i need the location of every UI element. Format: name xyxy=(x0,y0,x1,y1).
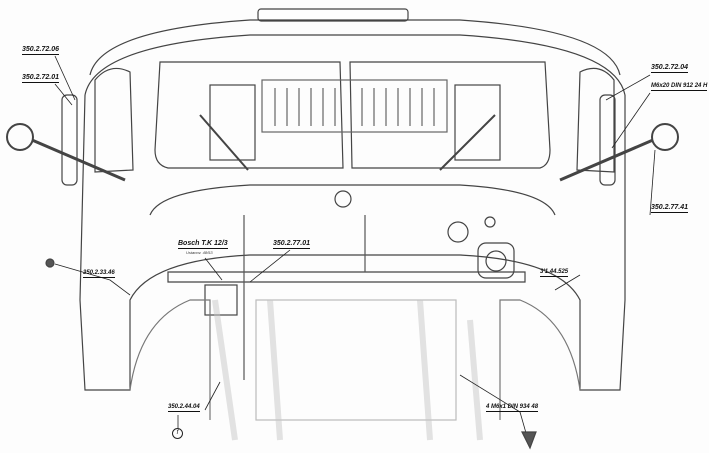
label-horn-note: Ustanov. 48/53 xyxy=(186,250,213,255)
wiper-left xyxy=(199,114,249,171)
crossbar xyxy=(167,271,526,283)
socket-plate xyxy=(477,242,515,279)
label-left-side-part: 350.2.33.46 xyxy=(83,270,115,278)
right-door-window xyxy=(576,67,615,173)
label-lower-left-part: 350.2.44.04 xyxy=(168,404,200,412)
label-crossbar: 350.2.77.01 xyxy=(273,240,310,249)
wiper-right xyxy=(439,114,496,171)
left-wheel-arch xyxy=(129,299,211,420)
left-door-window xyxy=(94,67,134,173)
windshield-left xyxy=(154,61,344,169)
vent-grille xyxy=(261,79,448,133)
label-horn: Bosch T.K 12/3 xyxy=(178,240,228,249)
right-wheel-arch xyxy=(499,299,581,420)
cab-body xyxy=(79,94,626,391)
label-mirror-bracket-top-left: 350.2.72.06 xyxy=(22,46,59,55)
label-screw-spec-right: M6x20 DIN 912 24 H xyxy=(651,83,708,91)
marker-f: f xyxy=(172,428,183,439)
label-nut-spec: 4 M6x1 DIN 934 48 xyxy=(486,404,539,412)
roof-marker-light xyxy=(257,8,409,22)
front-panel xyxy=(149,184,556,216)
cab-roof xyxy=(89,19,621,76)
label-mirror-bracket-top-right: 350.2.72.04 xyxy=(651,64,688,73)
leader-lines xyxy=(54,55,656,441)
label-right-side-part: 3'1.44.525 xyxy=(540,269,569,277)
mirror-left xyxy=(6,123,34,151)
mirror-right xyxy=(651,123,679,151)
label-mirror-arm-left: 350.2.72.01 xyxy=(22,74,59,83)
round-cover xyxy=(447,221,469,243)
windshield-right xyxy=(349,61,551,169)
label-mirror-arm-right: 350.2.77.41 xyxy=(651,204,688,213)
